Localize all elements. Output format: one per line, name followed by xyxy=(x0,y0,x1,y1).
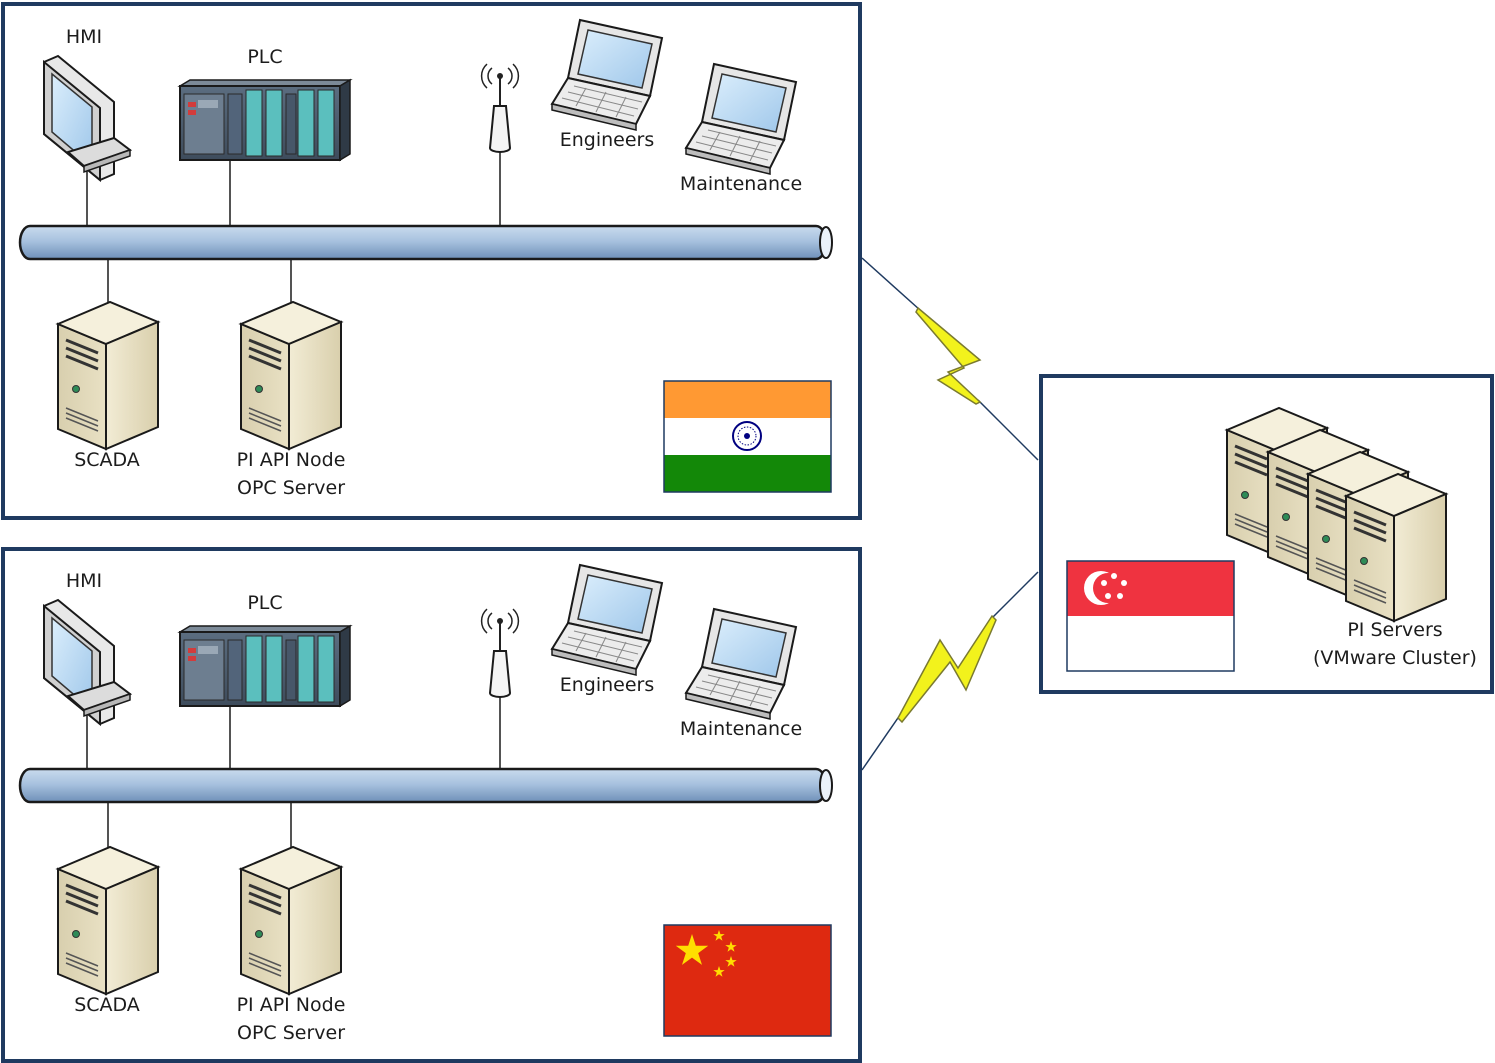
plc-label: PLC xyxy=(247,592,283,614)
pi-server-icon xyxy=(1344,472,1448,623)
pi-servers-label: PI Servers xyxy=(1347,619,1443,641)
opc-server-label: OPC Server xyxy=(236,477,346,499)
india-flag-icon xyxy=(663,380,832,493)
maintenance-label: Maintenance xyxy=(679,173,803,195)
site-india xyxy=(1,2,862,520)
maintenance-label: Maintenance xyxy=(679,718,803,740)
lightning-bolt-icon xyxy=(897,614,997,724)
wan-link-china xyxy=(861,571,1039,771)
wan-link-india xyxy=(861,257,1039,461)
china-flag-icon xyxy=(663,924,832,1037)
hmi-label: HMI xyxy=(65,26,103,48)
singapore-flag-icon xyxy=(1066,560,1235,672)
plc-icon xyxy=(179,625,351,707)
scada-label: SCADA xyxy=(74,449,140,471)
site-china xyxy=(1,547,862,1063)
scada-label: SCADA xyxy=(74,994,140,1016)
pi-api-node-label: PI API Node xyxy=(236,994,346,1016)
plc-label: PLC xyxy=(247,46,283,68)
engineers-label: Engineers xyxy=(559,674,655,696)
scada-server-icon xyxy=(56,300,160,451)
pi-api-server-icon xyxy=(239,845,343,996)
pi-api-server-icon xyxy=(239,300,343,451)
plc-icon xyxy=(179,79,351,161)
engineers-label: Engineers xyxy=(559,129,655,151)
pi-api-node-label: PI API Node xyxy=(236,449,346,471)
hub-singapore xyxy=(1039,374,1494,694)
network-bus xyxy=(18,767,833,804)
network-bus xyxy=(18,224,833,261)
vmware-cluster-label: (VMware Cluster) xyxy=(1313,647,1477,669)
lightning-bolt-icon xyxy=(915,306,982,405)
hmi-label: HMI xyxy=(65,570,103,592)
scada-server-icon xyxy=(56,845,160,996)
opc-server-label: OPC Server xyxy=(236,1022,346,1044)
